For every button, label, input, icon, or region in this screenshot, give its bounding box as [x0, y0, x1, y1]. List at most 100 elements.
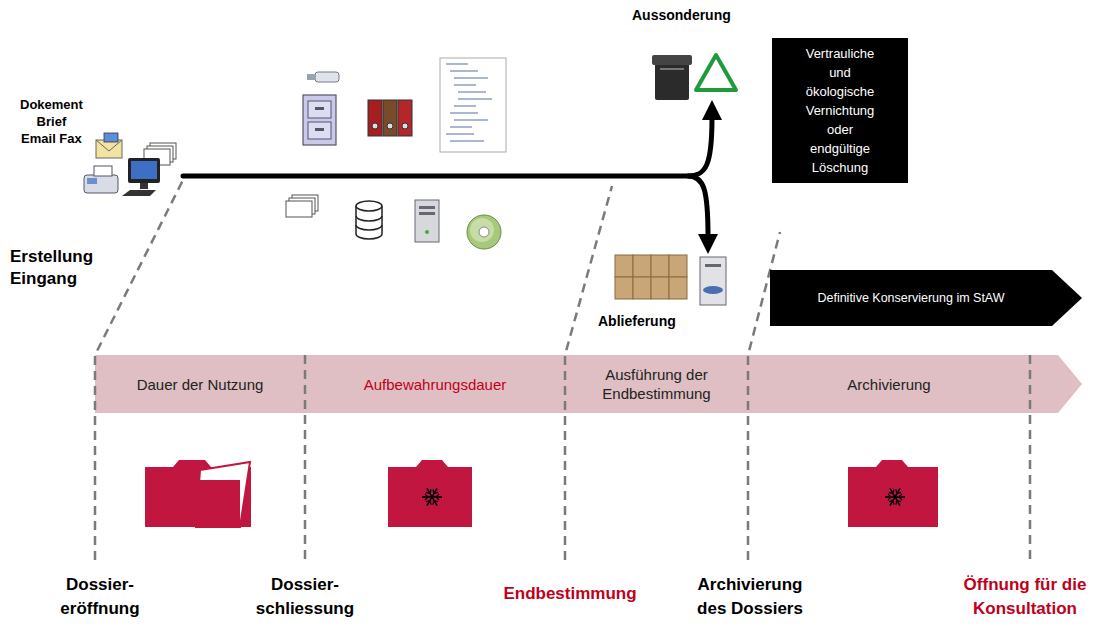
paper-stack-icon — [286, 195, 318, 217]
closed-folder-icon — [899, 494, 902, 500]
archive-boxes-icon — [651, 277, 669, 299]
binder-icon — [387, 123, 393, 129]
server-icon — [415, 200, 439, 242]
fax-icon — [87, 178, 97, 184]
closed-folder-icon — [426, 489, 433, 495]
phase-segment: Dauer der Nutzung — [95, 355, 305, 413]
phase-segment-text: Ausführung der Endbestimmung — [573, 365, 740, 403]
archive-boxes-icon — [651, 255, 669, 277]
closed-folder-icon — [388, 460, 472, 527]
closed-folder-icon — [431, 499, 438, 505]
folder-tree-icon — [440, 58, 506, 152]
phase-divider — [304, 355, 307, 560]
arrow-shape — [770, 270, 1082, 326]
folder-tree-icon — [454, 84, 476, 86]
server-icon — [703, 286, 723, 294]
shredder-icon — [655, 60, 689, 100]
computer-icon — [128, 158, 160, 183]
closed-folder-icon — [426, 499, 433, 505]
server-icon — [700, 257, 726, 305]
filing-cabinet-icon — [308, 122, 331, 139]
closed-folder-icon — [894, 499, 901, 505]
usb-stick-icon — [307, 74, 316, 80]
binder-icon — [398, 100, 412, 136]
closed-folder-icon — [889, 489, 896, 495]
paper-stack-icon — [286, 201, 312, 217]
fax-icon — [84, 166, 118, 193]
folder-tree-icon — [450, 70, 478, 72]
folder-tree-icon — [450, 126, 472, 128]
computer-icon — [122, 190, 156, 196]
open-folder-icon — [145, 460, 251, 527]
binder-icon — [402, 123, 408, 129]
closed-folder-icon — [436, 494, 439, 500]
lifecycle-band — [95, 355, 1082, 413]
archive-boxes-icon — [669, 277, 687, 299]
lifecycle-band — [95, 355, 1082, 413]
input-types: Dokement Brief Email Fax — [20, 96, 83, 147]
folder-tree-icon — [446, 64, 492, 141]
open-folder-icon — [145, 460, 251, 527]
milestone-label: Dossier- eröffnung — [45, 573, 155, 621]
milestone-label: Endbestimmung — [480, 582, 660, 606]
milestone-label: Dossier- schliessung — [245, 573, 365, 621]
fax-icon — [94, 166, 112, 176]
filing-cabinet-icon — [315, 128, 324, 131]
folder-tree-icon — [440, 58, 506, 152]
shredder-icon — [652, 55, 692, 65]
computer-icon — [122, 158, 160, 196]
archive-boxes-icon — [633, 277, 651, 299]
binder-icon — [383, 100, 397, 136]
filing-cabinet-icon — [303, 95, 336, 145]
flow-arrowhead — [702, 100, 722, 120]
shredder-icon — [660, 68, 684, 70]
phase-segment-text: Dauer der Nutzung — [137, 375, 264, 394]
server-icon — [425, 230, 429, 234]
server-icon — [419, 212, 435, 215]
open-folder-icon — [145, 480, 240, 527]
binder-icon — [368, 100, 412, 136]
shredder-icon — [652, 55, 692, 100]
envelope-icon — [96, 140, 122, 158]
closed-folder-icon — [885, 488, 905, 505]
closed-folder-icon — [388, 460, 472, 527]
folder-tree-icon — [446, 63, 468, 65]
conservation-arrow: Definitive Konservierung im StAW — [770, 270, 1082, 326]
fax-icon — [84, 175, 118, 193]
archive-boxes-icon — [615, 255, 687, 299]
envelope-icon — [104, 133, 118, 142]
usb-stick-icon — [307, 72, 339, 82]
folder-tree-icon — [450, 112, 478, 114]
disposal-box-text: Vertrauliche und ökologische Vernichtung… — [806, 44, 875, 177]
phase-segment: Archivierung — [748, 355, 1030, 413]
phase-divider — [1029, 355, 1032, 560]
phase-segment: Aufbewahrungsdauer — [305, 355, 565, 413]
archive-boxes-icon — [615, 277, 633, 299]
folder-tree-icon — [454, 77, 488, 79]
filing-cabinet-icon — [315, 107, 324, 110]
usb-stick-icon — [315, 72, 339, 82]
closed-folder-icon — [422, 488, 442, 505]
flow-line — [688, 176, 708, 236]
archive-boxes-icon — [633, 255, 651, 277]
server-icon — [415, 200, 439, 242]
folder-tree-icon — [454, 105, 476, 107]
database-icon — [356, 201, 382, 239]
disposal-box: Vertrauliche und ökologische Vernichtung… — [772, 38, 908, 183]
folder-tree-icon — [458, 91, 486, 93]
computer-icon — [140, 183, 148, 189]
folder-tree-icon — [454, 119, 488, 121]
computer-icon — [131, 161, 157, 179]
recycle-icon — [696, 55, 736, 90]
server-icon — [705, 264, 721, 267]
closed-folder-icon — [848, 460, 938, 527]
phase-segment-text: Archivierung — [847, 375, 930, 394]
closed-folder-icon — [888, 494, 891, 500]
cd-icon — [467, 215, 501, 249]
archive-boxes-icon — [615, 255, 633, 277]
folder-tree-icon — [458, 98, 492, 100]
phase-segment: Ausführung der Endbestimmung — [565, 355, 748, 413]
branch-label: Ablieferung — [598, 312, 708, 330]
closed-folder-icon — [889, 499, 896, 505]
